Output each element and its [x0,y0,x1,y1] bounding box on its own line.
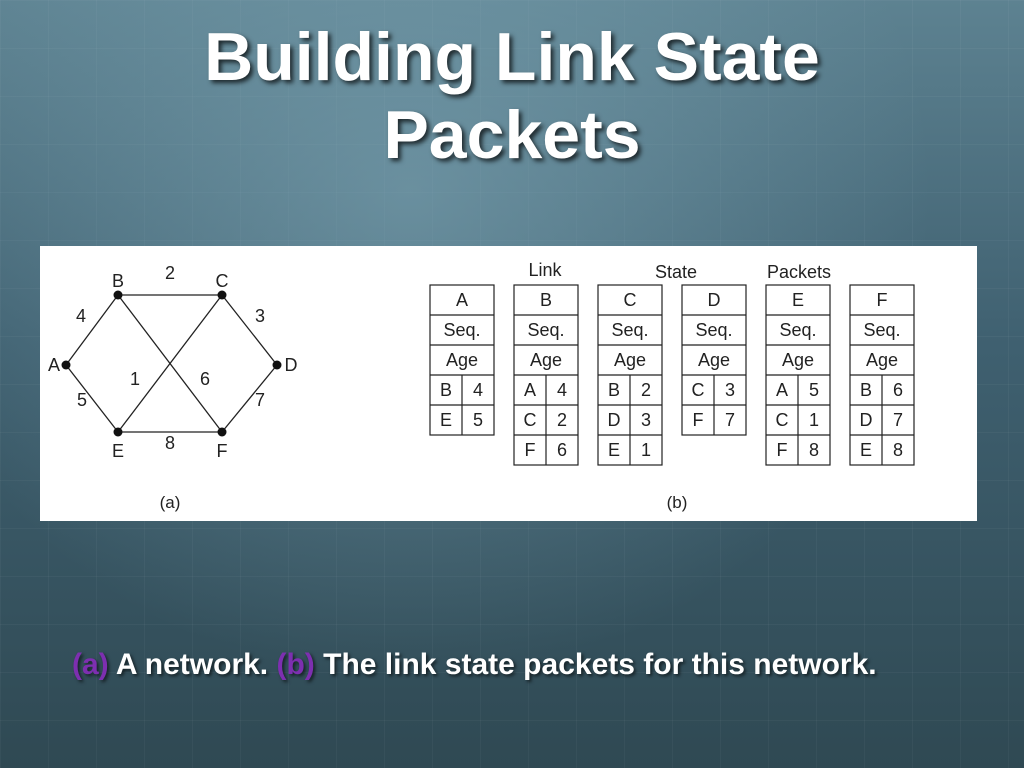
packet-link-neighbor: F [693,410,704,430]
header-word-state: State [655,262,697,282]
packet-router: B [540,290,552,310]
packet-link-cost: 1 [641,440,651,460]
packet-link-cost: 8 [809,440,819,460]
packet-age: Age [698,350,730,370]
packet-router: C [624,290,637,310]
packet-link-neighbor: C [776,410,789,430]
packet-age: Age [446,350,478,370]
packet-link-cost: 8 [893,440,903,460]
node-label-a: A [48,355,60,375]
packet-age: Age [866,350,898,370]
packet-seq: Seq. [863,320,900,340]
caption-text-b: The link state packets for this network. [314,648,877,681]
packet-link-cost: 7 [725,410,735,430]
packet-link-neighbor: E [440,410,452,430]
node-f [217,427,227,437]
header-word-link: Link [528,260,562,280]
packet-seq: Seq. [779,320,816,340]
packet-router: F [877,290,888,310]
packet-link-cost: 3 [725,380,735,400]
edge-d-f [221,364,278,433]
packet-link-cost: 1 [809,410,819,430]
packet-link-cost: 2 [641,380,651,400]
packet-age: Age [782,350,814,370]
packets-label: (b) [667,493,688,512]
node-label-f: F [217,441,228,461]
packet-age: Age [614,350,646,370]
packet-link-neighbor: D [608,410,621,430]
edge-weight: 7 [255,390,265,410]
packet-seq: Seq. [443,320,480,340]
network-graph: 2 4 3 5 1 6 7 8 A B C D E F [48,263,298,461]
edge-a-e [65,364,119,433]
edge-c-d [221,294,278,366]
edge-weight: 6 [200,369,210,389]
packet-link-neighbor: A [776,380,788,400]
slide-title: Building Link State Packets [0,18,1024,174]
edge-weight: 2 [165,263,175,283]
node-a [61,360,71,370]
packet-age: Age [530,350,562,370]
packet-link-cost: 7 [893,410,903,430]
packet-link-neighbor: C [692,380,705,400]
header-word-packets: Packets [767,262,831,282]
edge-weight: 3 [255,306,265,326]
edge-weight: 1 [130,369,140,389]
packet-seq: Seq. [695,320,732,340]
packet-link-neighbor: B [608,380,620,400]
figure-caption: (a) A network. (b) The link state packet… [72,648,877,682]
packet-link-cost: 6 [893,380,903,400]
node-c [217,290,227,300]
caption-tag-b: (b) [276,648,315,681]
node-e [113,427,123,437]
packet-link-neighbor: E [860,440,872,460]
packet-link-neighbor: F [777,440,788,460]
edge-a-b [65,294,119,366]
node-b [113,290,123,300]
packet-link-neighbor: B [440,380,452,400]
packet-link-neighbor: F [525,440,536,460]
packet-link-cost: 6 [557,440,567,460]
packet-link-neighbor: D [860,410,873,430]
packet-link-cost: 2 [557,410,567,430]
slide-title-line-1: Building Link State [204,19,820,95]
caption-tag-a: (a) [72,648,109,681]
edge-weight: 4 [76,306,86,326]
packet-link-cost: 4 [557,380,567,400]
packet-link-cost: 5 [809,380,819,400]
packet-link-neighbor: A [524,380,536,400]
packet-link-cost: 4 [473,380,483,400]
packet-link-cost: 5 [473,410,483,430]
packet-seq: Seq. [527,320,564,340]
node-d [272,360,282,370]
packet-link-cost: 3 [641,410,651,430]
packet-router: A [456,290,468,310]
slide-title-line-2: Packets [383,97,641,173]
node-label-c: C [216,271,229,291]
edge-b-f [117,294,223,433]
node-label-d: D [285,355,298,375]
edge-weight: 8 [165,433,175,453]
packet-link-neighbor: E [608,440,620,460]
packet-link-neighbor: C [524,410,537,430]
caption-text-a: A network. [108,648,277,681]
packet-router: D [708,290,721,310]
packet-link-neighbor: B [860,380,872,400]
node-label-b: B [112,271,124,291]
packet-seq: Seq. [611,320,648,340]
node-label-e: E [112,441,124,461]
packet-router: E [792,290,804,310]
edge-weight: 5 [77,390,87,410]
network-label: (a) [160,493,181,512]
